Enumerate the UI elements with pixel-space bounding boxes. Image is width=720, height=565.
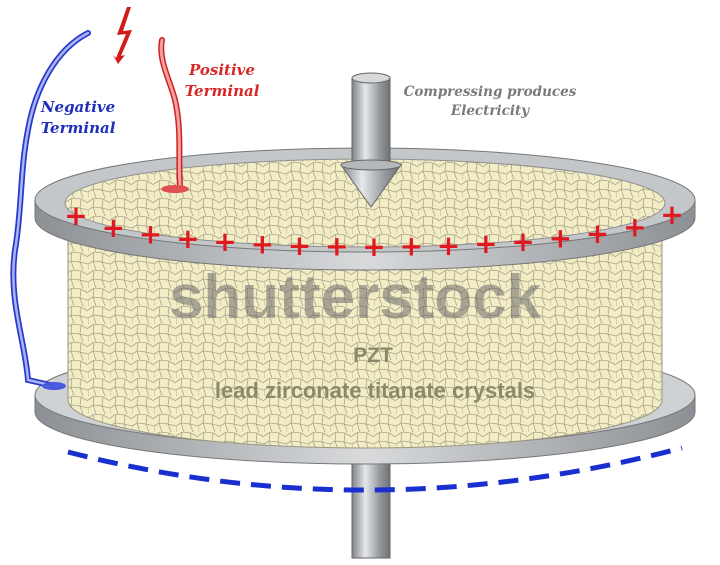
positive-charge-symbol: + — [437, 229, 460, 262]
positive-terminal-label-line2: Terminal — [185, 82, 260, 100]
positive-charge-symbol: + — [325, 230, 348, 263]
positive-charge-symbol: + — [251, 227, 274, 260]
positive-charge-symbol: + — [586, 217, 609, 250]
pzt-crystal-cylinder — [67, 204, 663, 449]
material-name: lead zirconate titanate crystals — [215, 378, 535, 403]
watermark: shutterstock — [169, 263, 542, 332]
negative-terminal-label-line2: Terminal — [41, 119, 116, 137]
compression-note-line2: Electricity — [450, 103, 530, 119]
positive-charge-symbol: + — [623, 211, 646, 244]
material-abbreviation: PZT — [353, 344, 393, 367]
positive-charge-symbol: + — [288, 229, 311, 262]
negative-wire-contact — [42, 382, 66, 390]
positive-charge-symbol: + — [511, 225, 534, 258]
positive-charge-symbol: + — [549, 222, 572, 255]
positive-charge-symbol: + — [139, 217, 162, 250]
positive-charge-symbol: + — [213, 225, 236, 258]
positive-charge-symbol: + — [64, 199, 87, 232]
negative-terminal-label-line1: Negative — [40, 98, 115, 116]
top-electrode-plate — [34, 147, 696, 271]
positive-charge-symbol: + — [474, 227, 497, 260]
positive-wire-contact — [161, 185, 189, 193]
lightning-bolt-icon — [113, 7, 132, 64]
positive-charge-symbol: + — [102, 211, 125, 244]
positive-charge-symbol: + — [400, 230, 423, 263]
compression-rod — [340, 72, 402, 208]
positive-charge-symbol: + — [660, 198, 683, 231]
positive-terminal-label-line1: Positive — [188, 61, 255, 79]
positive-charge-symbol: + — [176, 222, 199, 255]
negative-charge-arc — [67, 445, 683, 493]
positive-charge-symbol: + — [362, 230, 385, 263]
compression-note-line1: Compressing produces — [404, 84, 577, 100]
positive-charges: + + + + + + + + + + + + + + + + + — [64, 198, 683, 263]
